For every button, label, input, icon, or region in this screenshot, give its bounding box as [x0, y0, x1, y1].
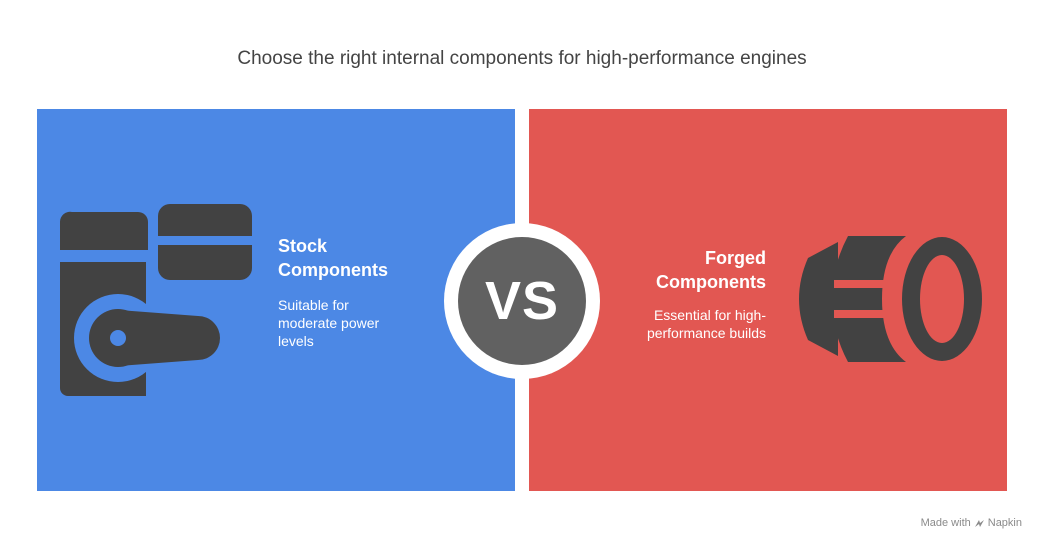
napkin-brand-label: Napkin — [987, 517, 1022, 529]
forged-components-description: Essential for high- performance builds — [646, 307, 766, 341]
stock-components-heading: Stock Components — [278, 236, 388, 280]
footer-attribution: Made with Napkin — [921, 517, 1022, 529]
vs-label: VS — [484, 271, 560, 331]
stock-components-description: Suitable for moderate power levels — [278, 297, 380, 349]
forged-ring-icon — [799, 236, 982, 362]
engine-block-piston-icon — [60, 204, 252, 396]
page-title: Choose the right internal components for… — [237, 48, 807, 69]
napkin-logo-icon — [974, 519, 984, 527]
vs-circle: VS — [458, 237, 586, 365]
forged-components-heading: Forged Components — [656, 248, 766, 292]
made-with-label: Made with — [920, 517, 971, 529]
vs-badge: VS — [444, 223, 600, 379]
